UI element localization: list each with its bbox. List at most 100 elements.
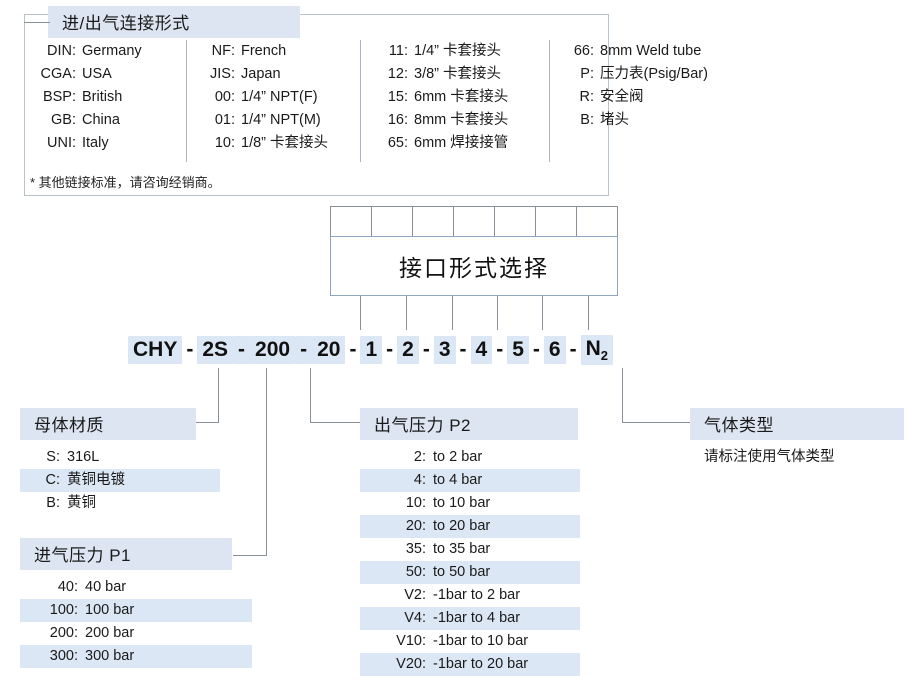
connection-type-columns: DIN:Germany CGA:USA BSP:British GB:China… xyxy=(28,40,918,170)
list-item: 66:8mm Weld tube xyxy=(573,43,702,59)
comb-tooth-7 xyxy=(617,206,618,236)
list-item: GB:China xyxy=(51,112,120,128)
inlet-pressure-title: 进气压力 P1 xyxy=(20,538,232,570)
leader-inlet-pressure-vertical xyxy=(266,368,267,556)
list-item: V4:-1bar to 4 bar xyxy=(360,607,580,630)
inlet-pressure-list: 40:40 bar 100:100 bar 200:200 bar 300:30… xyxy=(20,576,252,668)
list-item: B:堵头 xyxy=(580,112,629,128)
code-seg-5: 5 xyxy=(507,336,529,364)
comb-tooth-6 xyxy=(576,206,577,236)
gas-type-section: 气体类型 请标注使用气体类型 xyxy=(690,408,910,469)
leader-outlet-pressure-vertical xyxy=(310,368,311,423)
list-item: 01:1/4” NPT(M) xyxy=(214,112,321,128)
column-separator-1 xyxy=(186,40,187,162)
list-item: P:压力表(Psig/Bar) xyxy=(580,66,708,82)
code-dash-1: - xyxy=(186,338,194,361)
model-code: CHY - 2S - 200 - 20 - 1 - 2 - 3 - 4 - 5 … xyxy=(128,334,613,366)
list-item: 20:to 20 bar xyxy=(360,515,580,538)
body-material-list: S:316L C:黄铜电镀 B:黄铜 xyxy=(20,446,220,515)
code-dash-2: - xyxy=(233,336,251,364)
list-item: 10:1/8” 卡套接头 xyxy=(214,135,329,151)
list-item: 16:8mm 卡套接头 xyxy=(387,112,509,128)
connection-type-footnote: * 其他链接标准，请咨询经销商。 xyxy=(30,175,221,190)
code-seg-n2: N2 xyxy=(580,334,613,366)
interface-type-box: 接口形式选择 xyxy=(330,236,618,296)
list-item: 35:to 35 bar xyxy=(405,541,491,557)
comb-tooth-3 xyxy=(453,206,454,236)
list-item: BSP:British xyxy=(42,89,123,105)
connection-column-2: NF:French JIS:Japan 00:1/4” NPT(F) 01:1/… xyxy=(201,40,373,155)
connector-digit-1 xyxy=(360,296,361,330)
list-item: 00:1/4” NPT(F) xyxy=(214,89,318,105)
list-item: 2:to 2 bar xyxy=(413,449,483,465)
list-item: 40:40 bar xyxy=(57,579,127,595)
code-dash-4: - xyxy=(349,338,357,361)
body-material-title: 母体材质 xyxy=(20,408,196,440)
leader-body-material-horizontal xyxy=(196,422,219,423)
list-item: V20:-1bar to 20 bar xyxy=(360,653,580,676)
list-item: JIS:Japan xyxy=(210,66,281,82)
list-item: 11:1/4” 卡套接头 xyxy=(388,43,502,59)
code-seg-3: 3 xyxy=(433,336,456,364)
connector-digit-6 xyxy=(588,296,589,330)
connection-column-4: 66:8mm Weld tube P:压力表(Psig/Bar) R:安全阀 B… xyxy=(564,40,764,132)
leader-inlet-pressure-horizontal xyxy=(233,555,267,556)
connector-digit-4 xyxy=(497,296,498,330)
list-item: NF:French xyxy=(211,43,287,59)
list-item: DIN:Germany xyxy=(47,43,142,59)
list-item: R:安全阀 xyxy=(579,89,644,105)
body-material-section: 母体材质 S:316L C:黄铜电镀 B:黄铜 xyxy=(20,408,220,515)
code-dash-3: - xyxy=(295,336,313,364)
column-separator-3 xyxy=(549,40,550,162)
code-dash-7: - xyxy=(459,338,467,361)
code-seg-6: 6 xyxy=(543,336,566,364)
inlet-pressure-section: 进气压力 P1 40:40 bar 100:100 bar 200:200 ba… xyxy=(20,538,252,668)
code-seg-1: 1 xyxy=(360,336,383,364)
list-item: UNI:Italy xyxy=(47,135,109,151)
connection-type-title: 进/出气连接形式 xyxy=(48,6,300,38)
comb-tooth-2 xyxy=(412,206,413,236)
comb-tooth-4 xyxy=(494,206,495,236)
connector-digit-2 xyxy=(406,296,407,330)
list-item: 15:6mm 卡套接头 xyxy=(387,89,509,105)
gas-type-note: 请标注使用气体类型 xyxy=(704,449,835,465)
list-item: V2:-1bar to 2 bar xyxy=(404,587,521,603)
comb-tooth-5 xyxy=(535,206,536,236)
connector-digit-3 xyxy=(452,296,453,330)
interface-type-label: 接口形式选择 xyxy=(399,255,549,281)
code-seg-4: 4 xyxy=(470,336,493,364)
list-item: 50:to 50 bar xyxy=(360,561,580,584)
outlet-pressure-title: 出气压力 P2 xyxy=(360,408,578,440)
leader-gas-type-horizontal xyxy=(622,422,690,423)
code-dash-9: - xyxy=(532,338,540,361)
list-item: CGA:USA xyxy=(40,66,112,82)
comb-tooth-1 xyxy=(371,206,372,236)
list-item: 4:to 4 bar xyxy=(360,469,580,492)
list-item: 300:300 bar xyxy=(20,645,252,668)
code-dash-5: - xyxy=(386,338,394,361)
list-item: 10:to 10 bar xyxy=(405,495,491,511)
gas-type-title: 气体类型 xyxy=(690,408,904,440)
code-dash-10: - xyxy=(569,338,577,361)
leader-outlet-pressure-horizontal xyxy=(310,422,360,423)
code-seg-2: 2 xyxy=(397,336,419,364)
list-item: 100:100 bar xyxy=(20,599,252,622)
list-item: B:黄铜 xyxy=(46,495,96,511)
list-item: 65:6mm 焊接接管 xyxy=(387,135,509,151)
list-item: S:316L xyxy=(46,449,100,465)
panel-leader-horizontal xyxy=(24,22,50,23)
column-separator-2 xyxy=(360,40,361,162)
outlet-pressure-list: 2:to 2 bar 4:to 4 bar 10:to 10 bar 20:to… xyxy=(360,446,580,676)
list-item: 200:200 bar xyxy=(49,625,135,641)
outlet-pressure-section: 出气压力 P2 2:to 2 bar 4:to 4 bar 10:to 10 b… xyxy=(360,408,580,676)
code-seg-200: 200 xyxy=(250,336,296,364)
code-seg-20: 20 xyxy=(312,336,346,364)
code-dash-8: - xyxy=(496,338,504,361)
leader-body-material-vertical xyxy=(218,368,219,423)
leader-gas-type-vertical xyxy=(622,368,623,423)
code-seg-chy: CHY xyxy=(128,336,183,364)
list-item: 12:3/8” 卡套接头 xyxy=(387,66,502,82)
code-dash-6: - xyxy=(422,338,430,361)
connection-column-1: DIN:Germany CGA:USA BSP:British GB:China… xyxy=(28,40,178,155)
